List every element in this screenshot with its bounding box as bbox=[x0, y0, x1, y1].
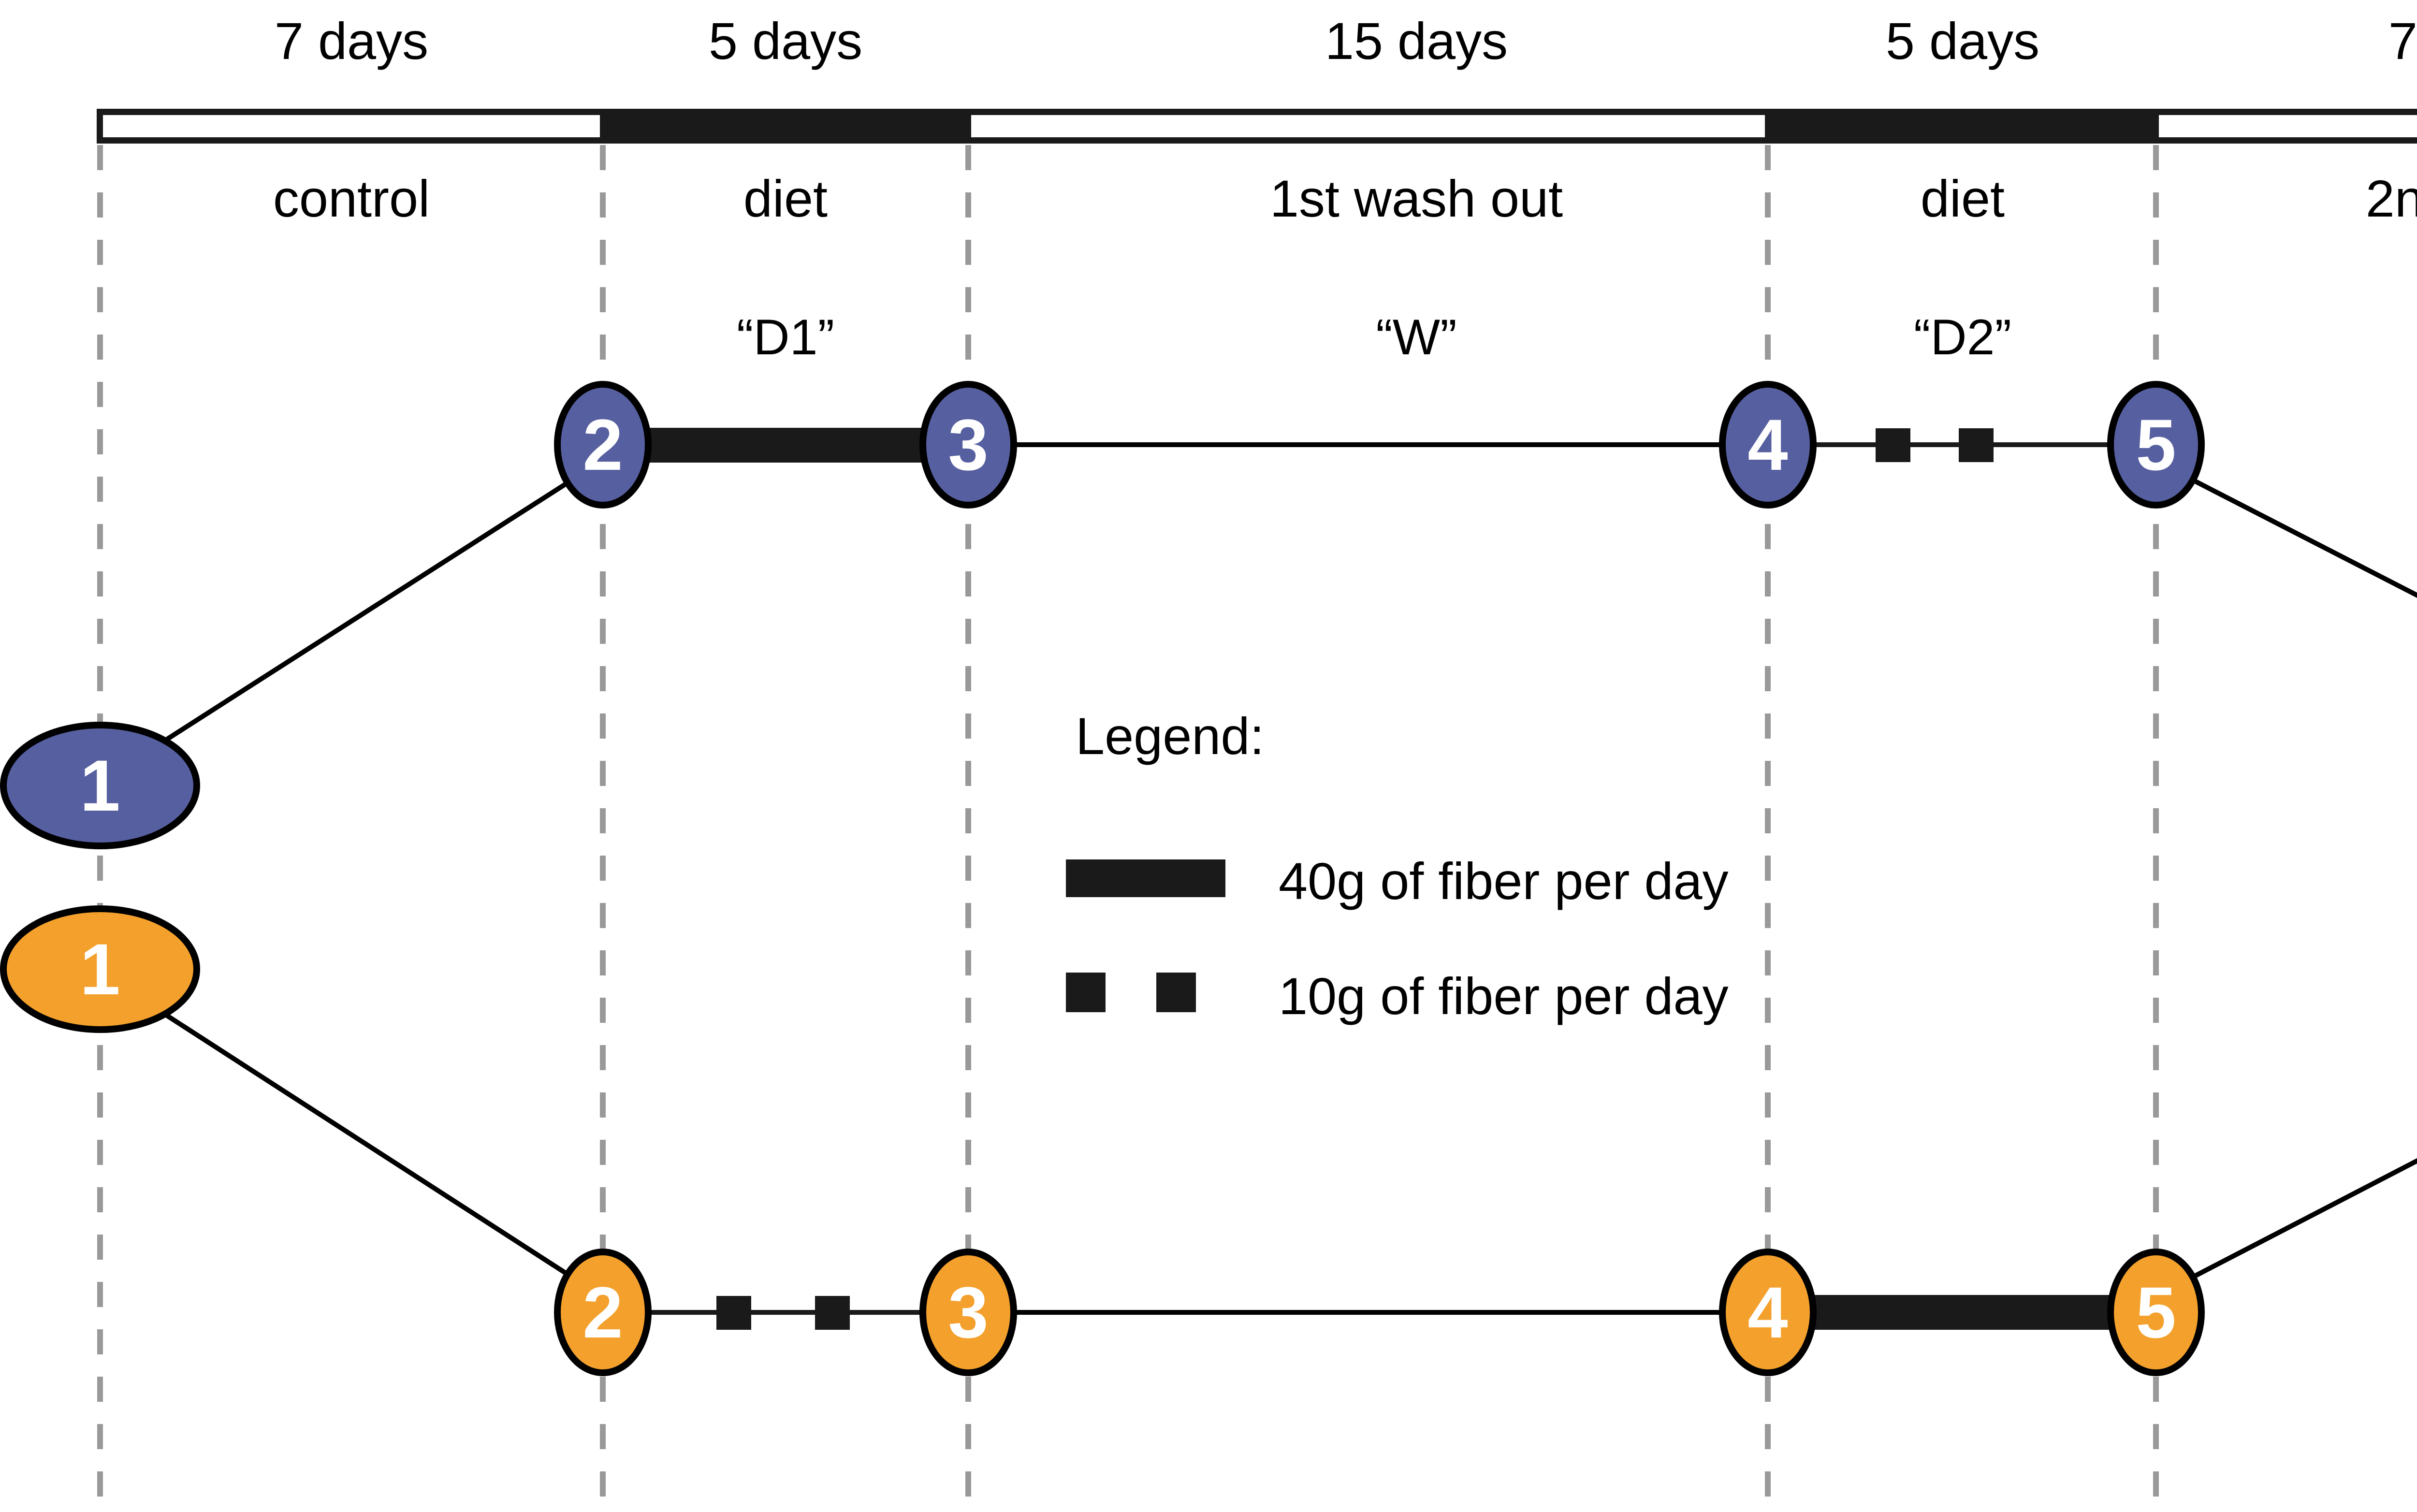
node-label: 5 bbox=[2136, 404, 2176, 485]
legend-swatch-solid-icon bbox=[1066, 859, 1225, 897]
node-arm-b-5[interactable]: 5 bbox=[2107, 1249, 2205, 1376]
phase-tag-w: “W” bbox=[1376, 309, 1456, 365]
node-circle[interactable] bbox=[0, 722, 200, 849]
node-arm-b-4[interactable]: 4 bbox=[1719, 1249, 1817, 1376]
period-label-washout2: 2nd wash out bbox=[2366, 169, 2417, 228]
phase-tags: “D1” “W” “D2” bbox=[737, 309, 2011, 365]
node-arm-b-1[interactable]: 1 bbox=[0, 905, 200, 1033]
arm-b-link-1-2 bbox=[136, 994, 572, 1279]
node-label: 1 bbox=[80, 745, 120, 826]
node-circle[interactable] bbox=[919, 1249, 1017, 1376]
duration-label-diet1: 5 days bbox=[709, 12, 862, 70]
node-arm-a-4[interactable]: 4 bbox=[1719, 381, 1817, 509]
legend-item-low-fiber: 10g of fiber per day bbox=[1066, 967, 1729, 1025]
arm-a-nodes: 1 2 3 4 5 6 bbox=[0, 381, 2205, 849]
node-label: 1 bbox=[80, 929, 120, 1010]
legend-title: Legend: bbox=[1076, 707, 1264, 765]
legend: Legend: 40g of fiber per day 10g of fibe… bbox=[1066, 707, 1729, 1025]
phase-tag-d2: “D2” bbox=[1914, 309, 2011, 365]
arm-b-link-5-6 bbox=[2193, 1158, 2417, 1279]
node-arm-a-2[interactable]: 2 bbox=[554, 381, 652, 509]
duration-label-washout1: 15 days bbox=[1325, 12, 1508, 70]
arm-a-link-2-3-thick-40g bbox=[643, 428, 933, 463]
node-label: 5 bbox=[2136, 1272, 2176, 1353]
arm-b-link-2-3-dash-2-10g bbox=[815, 1296, 850, 1330]
arm-a-link-1-2 bbox=[136, 479, 572, 760]
period-label-diet2: diet bbox=[1921, 169, 2005, 228]
timeline-segment-washout2 bbox=[2159, 115, 2417, 137]
arm-a-link-4-5-dash-1-10g bbox=[1876, 428, 1910, 462]
node-label: 2 bbox=[582, 1272, 623, 1353]
node-circle[interactable] bbox=[554, 1249, 652, 1376]
node-circle[interactable] bbox=[0, 905, 200, 1033]
phase-tag-d1: “D1” bbox=[737, 309, 834, 365]
arm-b-nodes: 1 2 3 4 5 6 bbox=[0, 905, 2205, 1376]
node-arm-b-2[interactable]: 2 bbox=[554, 1249, 652, 1376]
legend-swatch-dash-1-icon bbox=[1066, 973, 1106, 1012]
node-label: 4 bbox=[1747, 1272, 1788, 1353]
node-circle[interactable] bbox=[1719, 381, 1817, 509]
node-arm-a-3[interactable]: 3 bbox=[919, 381, 1017, 509]
node-arm-a-1[interactable]: 1 bbox=[0, 722, 200, 849]
node-arm-a-5[interactable]: 5 bbox=[2107, 381, 2205, 509]
node-circle[interactable] bbox=[554, 381, 652, 509]
duration-label-diet2: 5 days bbox=[1886, 12, 2039, 70]
period-label-control: control bbox=[273, 169, 430, 228]
period-label-diet1: diet bbox=[743, 169, 828, 228]
legend-swatch-dash-2-icon bbox=[1156, 973, 1196, 1012]
period-label-washout1: 1st wash out bbox=[1270, 169, 1563, 228]
period-duration-labels: 7 days 5 days 15 days 5 days 7 days bbox=[275, 12, 2417, 70]
node-label: 4 bbox=[1747, 404, 1788, 485]
timeline-segment-washout1 bbox=[971, 115, 1765, 137]
timeline-bar bbox=[97, 109, 2417, 144]
period-name-labels: control diet 1st wash out diet 2nd wash … bbox=[273, 169, 2417, 228]
node-circle[interactable] bbox=[919, 381, 1017, 509]
node-label: 2 bbox=[582, 404, 623, 485]
legend-label-high-fiber: 40g of fiber per day bbox=[1279, 852, 1729, 910]
duration-label-washout2: 7 days bbox=[2388, 12, 2417, 70]
timeline-segment-control bbox=[103, 115, 600, 137]
node-circle[interactable] bbox=[2107, 381, 2205, 509]
arm-b-link-4-5-thick-40g bbox=[1808, 1295, 2120, 1330]
node-circle[interactable] bbox=[1719, 1249, 1817, 1376]
legend-item-high-fiber: 40g of fiber per day bbox=[1066, 852, 1729, 910]
arm-a-link-4-5-dash-2-10g bbox=[1959, 428, 1994, 462]
arm-b-link-2-3-dash-1-10g bbox=[716, 1296, 751, 1330]
node-label: 3 bbox=[948, 404, 988, 485]
arm-a-link-5-6 bbox=[2193, 479, 2417, 598]
node-circle[interactable] bbox=[2107, 1249, 2205, 1376]
arm-a-links bbox=[136, 428, 2417, 760]
node-arm-b-3[interactable]: 3 bbox=[919, 1249, 1017, 1376]
duration-label-control: 7 days bbox=[275, 12, 428, 70]
node-label: 3 bbox=[948, 1272, 988, 1353]
arm-b-links bbox=[136, 994, 2417, 1330]
legend-label-low-fiber: 10g of fiber per day bbox=[1279, 967, 1729, 1025]
